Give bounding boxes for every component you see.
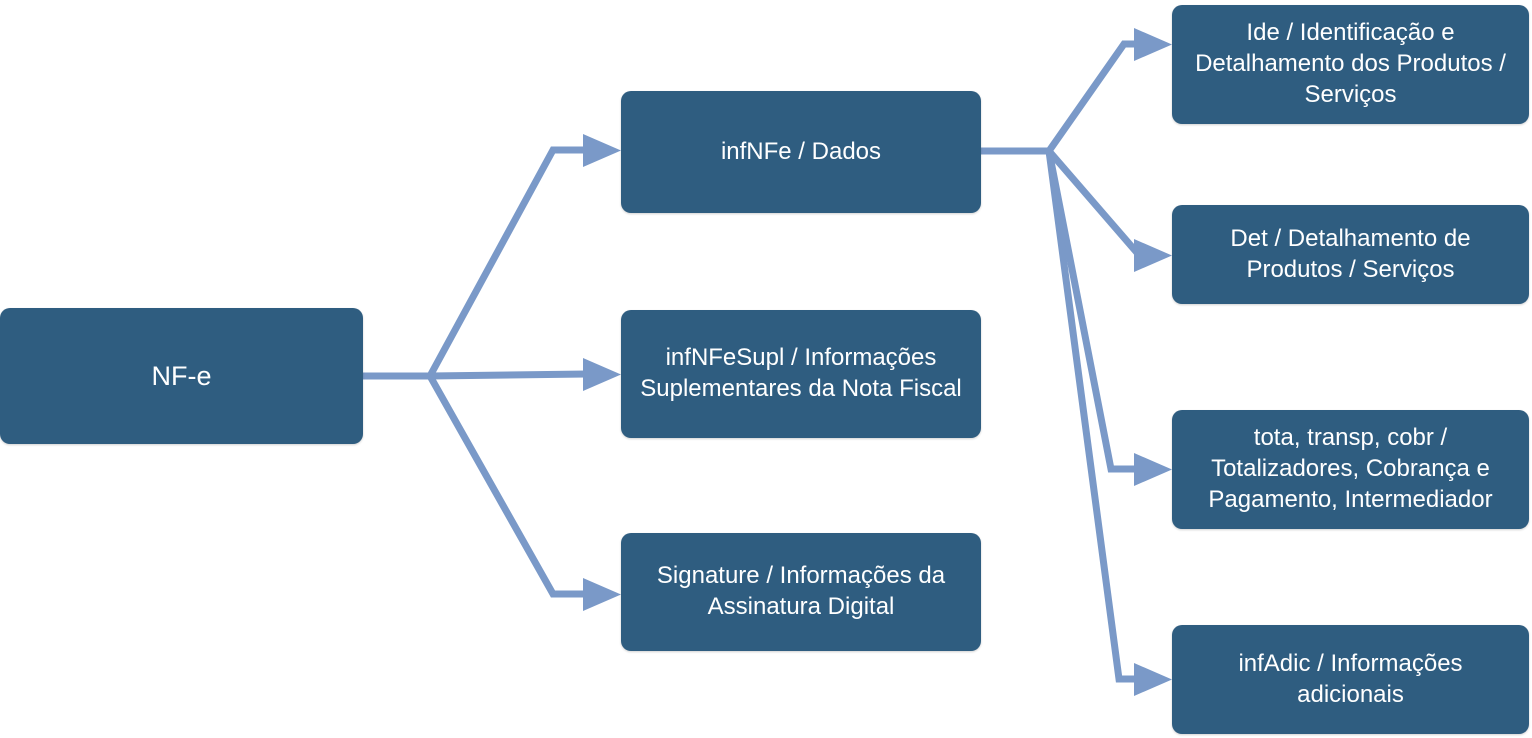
arrowhead-infnfe-to-det [1134,239,1172,272]
arrowhead-infnfe-to-tota [1134,453,1172,486]
edge-root-to-signature [426,374,587,598]
node-det[interactable]: Det / Detalhamento de Produtos / Serviço… [1172,205,1529,304]
node-infadic[interactable]: infAdic / Informações adicionais [1172,625,1529,734]
edge-infnfe-to-infadic [1045,150,1138,683]
arrowhead-root-to-signature [583,578,621,611]
node-nfe-label: NF-e [151,360,212,391]
node-infnfe[interactable]: infNFe / Dados [621,91,981,213]
edge-infnfe-to-ide [1046,40,1138,154]
node-ide-label: Ide / Identificação e Detalhamento dos P… [1195,19,1506,108]
edge-root-to-infnfe [426,146,587,378]
node-det-label: Det / Detalhamento de Produtos / Serviço… [1230,224,1471,283]
arrowhead-root-to-infnfesupl [583,358,621,391]
node-infnfesupl[interactable]: infNFeSupl / Informações Suplementares d… [621,310,981,438]
node-nfe[interactable]: NF-e [0,308,363,444]
node-signature[interactable]: Signature / Informações da Assinatura Di… [621,533,981,651]
node-infnfesupl-label: infNFeSupl / Informações Suplementares d… [640,344,962,402]
edge-root-to-infnfesupl [429,370,588,380]
arrowhead-infnfe-to-ide [1134,28,1172,61]
node-tota-transp-cobr-label: tota, transp, cobr / Totalizadores, Cobr… [1208,424,1493,513]
arrowhead-root-to-infnfe [583,134,621,167]
edge-infnfe-to-det [1046,148,1147,259]
node-tota-transp-cobr[interactable]: tota, transp, cobr / Totalizadores, Cobr… [1172,410,1529,529]
node-infnfe-label: infNFe / Dados [720,137,882,165]
arrowhead-infnfe-to-infadic [1134,663,1172,696]
node-infadic-label: infAdic / Informações adicionais [1238,649,1463,708]
edge-infnfe-to-tota [1045,150,1138,473]
node-signature-label: Signature / Informações da Assinatura Di… [656,562,946,620]
node-ide[interactable]: Ide / Identificação e Detalhamento dos P… [1172,5,1529,124]
